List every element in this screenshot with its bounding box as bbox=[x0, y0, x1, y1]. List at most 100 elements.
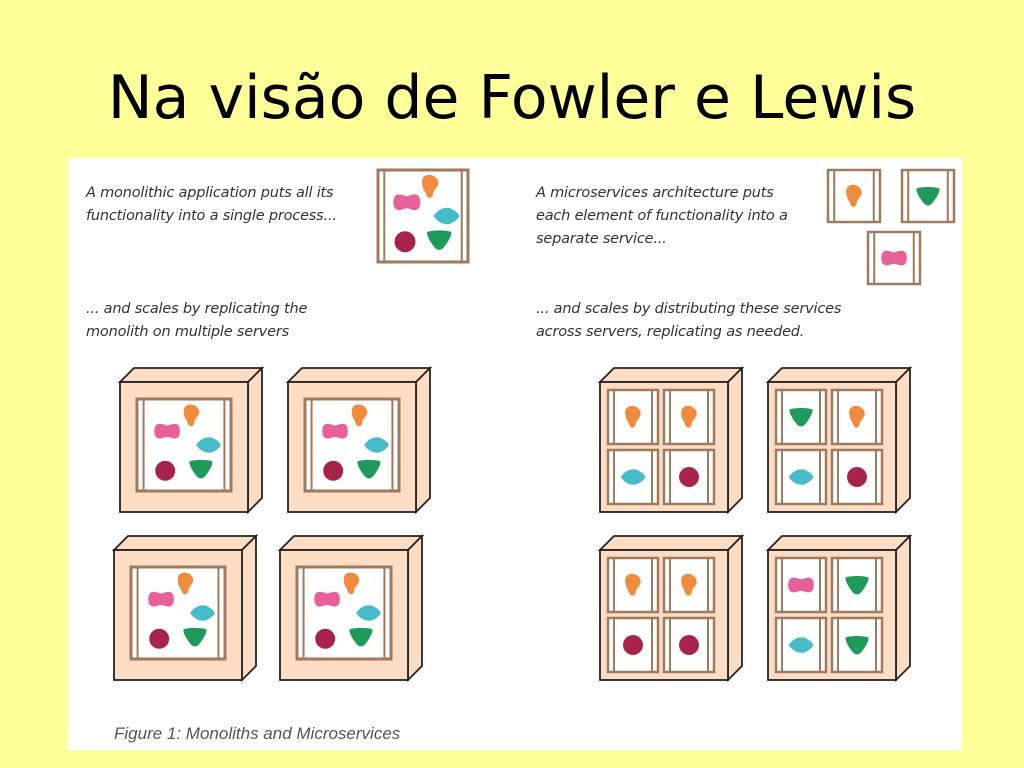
orange-blob-icon bbox=[625, 405, 641, 428]
pink-bowtie-icon bbox=[788, 577, 814, 593]
maroon-circle-icon bbox=[679, 467, 699, 487]
server-side-face bbox=[727, 533, 743, 683]
service-frame bbox=[662, 616, 716, 674]
pink-bowtie-icon bbox=[393, 194, 421, 210]
server-side-face bbox=[895, 365, 911, 515]
figure-panel: A monolithic application puts all its fu… bbox=[68, 158, 962, 750]
server-top-face bbox=[117, 367, 265, 383]
orange-blob-icon bbox=[183, 404, 200, 427]
server-side-face bbox=[415, 365, 431, 515]
server-top-face bbox=[765, 367, 913, 383]
pink-bowtie-icon bbox=[322, 423, 348, 439]
server-top-face bbox=[597, 367, 745, 383]
teal-diamond-icon bbox=[788, 469, 814, 485]
microservice-server bbox=[765, 365, 913, 515]
maroon-circle-icon bbox=[315, 628, 336, 649]
service-frame bbox=[774, 616, 828, 674]
orange-blob-icon bbox=[177, 572, 194, 595]
green-triangle-icon bbox=[845, 635, 869, 655]
slide-title: Na visão de Fowler e Lewis bbox=[107, 63, 917, 133]
service-frame bbox=[606, 448, 660, 506]
orange-blob-icon bbox=[343, 572, 360, 595]
service-frame bbox=[662, 388, 716, 446]
maroon-circle-icon bbox=[623, 635, 643, 655]
green-triangle-icon bbox=[916, 186, 940, 206]
monolith-server bbox=[285, 365, 433, 515]
pink-bowtie-icon bbox=[314, 591, 340, 607]
server-top-face bbox=[111, 535, 259, 551]
green-triangle-icon bbox=[189, 459, 213, 479]
maroon-circle-icon bbox=[323, 460, 344, 481]
service-frame bbox=[830, 448, 884, 506]
microservice-server bbox=[597, 365, 745, 515]
teal-diamond-icon bbox=[196, 437, 221, 453]
monolith-server bbox=[277, 533, 425, 683]
green-triangle-icon bbox=[789, 407, 813, 427]
service-frame-orange bbox=[826, 168, 882, 224]
monolith-frame bbox=[135, 397, 233, 493]
teal-diamond-icon bbox=[356, 605, 381, 621]
server-top-face bbox=[285, 367, 433, 383]
service-frame bbox=[830, 388, 884, 446]
service-frame bbox=[606, 616, 660, 674]
pink-bowtie-icon bbox=[148, 591, 174, 607]
monolith-server bbox=[117, 365, 265, 515]
service-frame bbox=[662, 448, 716, 506]
orange-blob-icon bbox=[351, 404, 368, 427]
green-triangle-icon bbox=[183, 627, 207, 647]
service-frame bbox=[774, 448, 828, 506]
monolith-server bbox=[111, 533, 259, 683]
teal-diamond-icon bbox=[620, 469, 646, 485]
server-side-face bbox=[407, 533, 423, 683]
teal-diamond-icon bbox=[190, 605, 215, 621]
server-side-face bbox=[247, 365, 263, 515]
orange-blob-icon bbox=[681, 405, 697, 428]
figure-caption: Figure 1: Monoliths and Microservices bbox=[114, 724, 401, 743]
service-frame bbox=[606, 388, 660, 446]
green-triangle-icon bbox=[427, 230, 452, 250]
maroon-circle-icon bbox=[847, 467, 867, 487]
monolith-frame bbox=[129, 565, 227, 661]
teal-diamond-icon bbox=[433, 207, 460, 225]
orange-blob-icon bbox=[681, 573, 697, 596]
maroon-circle-icon bbox=[155, 460, 176, 481]
server-side-face bbox=[895, 533, 911, 683]
diagram-canvas bbox=[111, 168, 956, 683]
service-frame-green bbox=[900, 168, 956, 224]
orange-blob-icon bbox=[422, 174, 439, 198]
server-top-face bbox=[765, 535, 913, 551]
green-triangle-icon bbox=[349, 627, 373, 647]
monolith-process-caption: A monolithic application puts all its fu… bbox=[86, 185, 337, 224]
orange-blob-icon bbox=[625, 573, 641, 596]
monolith-frame bbox=[295, 565, 393, 661]
service-frame bbox=[830, 616, 884, 674]
service-frame bbox=[774, 556, 828, 614]
server-top-face bbox=[277, 535, 425, 551]
maroon-circle-icon bbox=[679, 635, 699, 655]
monolith-process-frame bbox=[376, 168, 470, 264]
monolith-scale-caption: ... and scales by replicating the monoli… bbox=[86, 301, 308, 340]
maroon-circle-icon bbox=[394, 231, 416, 253]
maroon-circle-icon bbox=[149, 628, 170, 649]
service-frame bbox=[774, 388, 828, 446]
orange-blob-icon bbox=[846, 184, 862, 207]
green-triangle-icon bbox=[845, 575, 869, 595]
monolith-frame bbox=[303, 397, 401, 493]
pink-bowtie-icon bbox=[881, 250, 907, 266]
microservice-server bbox=[597, 533, 745, 683]
microservice-server bbox=[765, 533, 913, 683]
orange-blob-icon bbox=[849, 405, 865, 428]
teal-diamond-icon bbox=[788, 637, 814, 653]
teal-diamond-icon bbox=[364, 437, 389, 453]
microservices-process-caption: A microservices architecture puts each e… bbox=[536, 185, 788, 247]
server-top-face bbox=[597, 535, 745, 551]
service-frame bbox=[606, 556, 660, 614]
service-frame-pink bbox=[866, 230, 922, 286]
service-frame bbox=[830, 556, 884, 614]
service-frame bbox=[662, 556, 716, 614]
microservices-scale-caption: ... and scales by distributing these ser… bbox=[536, 301, 842, 340]
server-side-face bbox=[241, 533, 257, 683]
green-triangle-icon bbox=[357, 459, 381, 479]
server-side-face bbox=[727, 365, 743, 515]
pink-bowtie-icon bbox=[154, 423, 180, 439]
